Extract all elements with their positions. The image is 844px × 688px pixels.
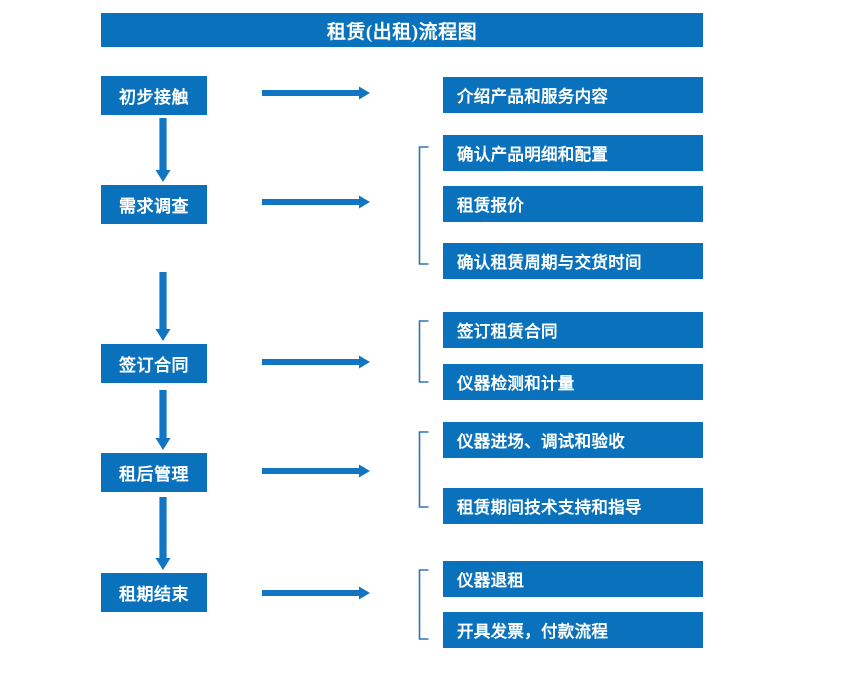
detail-box-租赁报价[interactable]: 租赁报价: [443, 186, 703, 222]
detail-label: 确认产品明细和配置: [457, 145, 609, 164]
detail-box-仪器退租[interactable]: 仪器退租: [443, 561, 703, 597]
stage-label: 租期结束: [119, 585, 189, 604]
stage-box-初步接触[interactable]: 初步接触: [101, 76, 207, 115]
stage-box-签订合同[interactable]: 签订合同: [101, 344, 207, 383]
stage-label: 租后管理: [119, 465, 189, 484]
bracket-租期结束: [418, 569, 429, 640]
detail-box-签订租赁合同[interactable]: 签订租赁合同: [443, 312, 703, 348]
detail-label: 确认租赁周期与交货时间: [457, 253, 642, 272]
detail-box-仪器检测和计量[interactable]: 仪器检测和计量: [443, 364, 703, 400]
detail-label: 租赁期间技术支持和指导: [457, 498, 642, 517]
detail-box-介绍产品和服务内容[interactable]: 介绍产品和服务内容: [443, 77, 703, 113]
detail-label: 介绍产品和服务内容: [457, 87, 609, 106]
bracket-租后管理: [418, 431, 429, 508]
stage-label: 初步接触: [119, 88, 189, 107]
bracket-需求调查: [418, 146, 429, 265]
bracket-签订合同: [418, 320, 429, 383]
stage-label: 需求调查: [119, 197, 189, 216]
detail-label: 签订租赁合同: [457, 322, 558, 341]
arrow-right-stage-5: [262, 586, 370, 600]
diagram-title-bar: 租赁(出租)流程图: [101, 13, 703, 47]
arrow-down-1-to-2: [155, 118, 171, 182]
arrow-down-2-to-3: [155, 272, 171, 341]
stage-box-租期结束[interactable]: 租期结束: [101, 573, 207, 612]
arrow-right-stage-3: [262, 355, 370, 369]
stage-box-租后管理[interactable]: 租后管理: [101, 453, 207, 492]
stage-label: 签订合同: [119, 356, 189, 375]
detail-box-确认租赁周期与交货时间[interactable]: 确认租赁周期与交货时间: [443, 243, 703, 279]
arrow-right-stage-1: [262, 86, 370, 100]
detail-box-租赁期间技术支持和指导[interactable]: 租赁期间技术支持和指导: [443, 488, 703, 524]
diagram-title: 租赁(出租)流程图: [326, 21, 478, 43]
detail-label: 仪器进场、调试和验收: [457, 432, 625, 451]
detail-label: 开具发票，付款流程: [457, 622, 609, 641]
arrow-right-stage-4: [262, 464, 370, 478]
detail-box-仪器进场、调试和验收[interactable]: 仪器进场、调试和验收: [443, 422, 703, 458]
detail-label: 仪器退租: [457, 571, 525, 590]
arrow-right-stage-2: [262, 195, 370, 209]
detail-label: 仪器检测和计量: [457, 374, 575, 393]
detail-box-开具发票，付款流程[interactable]: 开具发票，付款流程: [443, 612, 703, 648]
detail-box-确认产品明细和配置[interactable]: 确认产品明细和配置: [443, 135, 703, 171]
arrow-down-3-to-4: [155, 390, 171, 450]
arrow-down-4-to-5: [155, 497, 171, 570]
detail-label: 租赁报价: [457, 196, 525, 215]
stage-box-需求调查[interactable]: 需求调查: [101, 185, 207, 224]
